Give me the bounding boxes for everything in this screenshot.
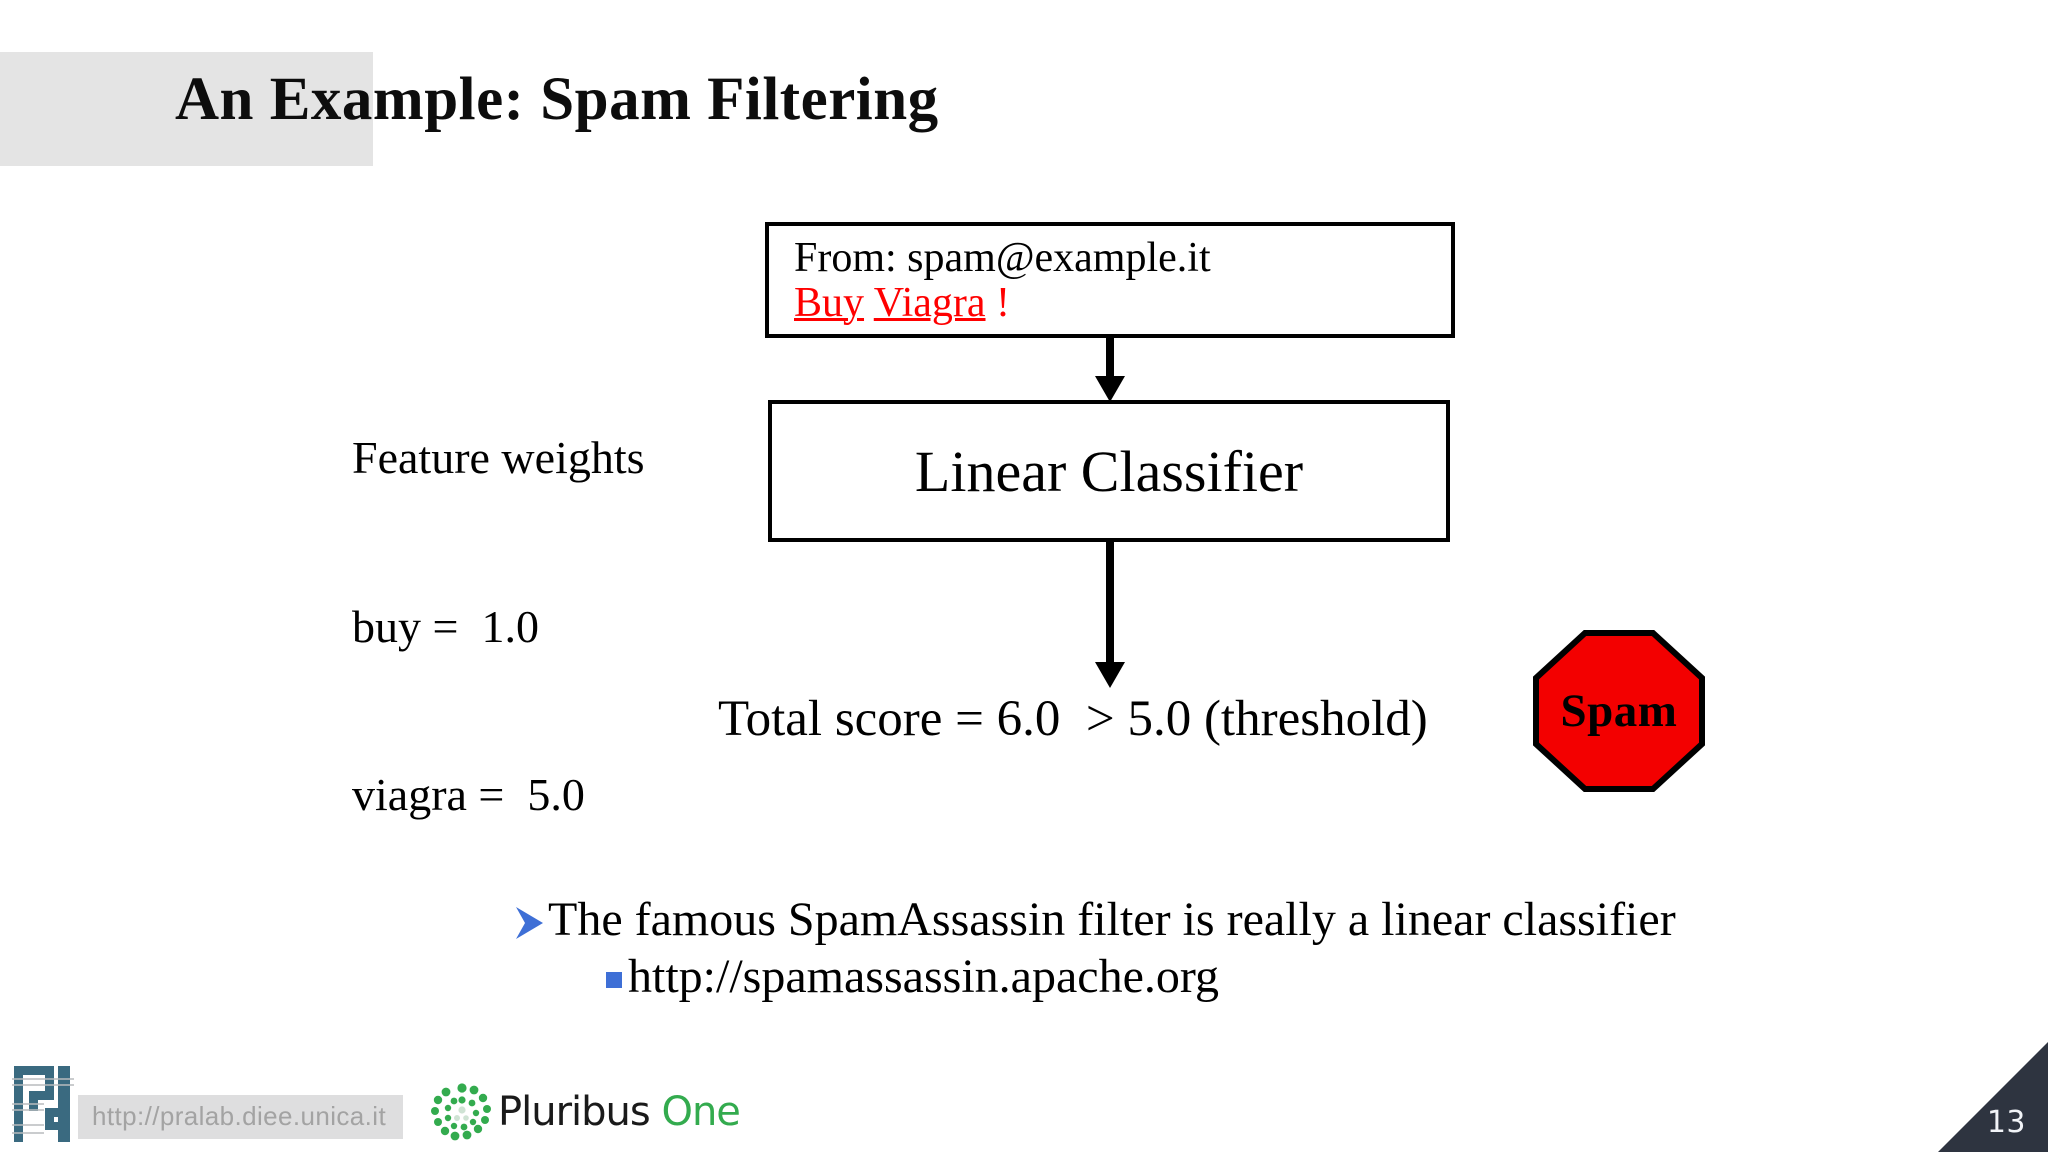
arrow-email-to-classifier bbox=[1095, 336, 1125, 402]
total-score-text: Total score = 6.0 > 5.0 (threshold) bbox=[718, 691, 1428, 747]
bullet-item-level2: http://spamassassin.apache.org bbox=[606, 950, 1676, 1005]
spam-sign-label: Spam bbox=[1560, 685, 1678, 737]
pluribus-word: Pluribus bbox=[498, 1089, 651, 1135]
email-body-line: Buy Viagra ! bbox=[794, 279, 1010, 327]
bullet-list: The famous SpamAssassin filter is really… bbox=[512, 893, 1676, 1004]
email-body-word-buy: Buy bbox=[794, 280, 865, 326]
footer-url-text[interactable]: http://pralab.diee.unica.it bbox=[92, 1101, 387, 1131]
pluribus-dots-icon bbox=[430, 1083, 494, 1143]
linear-classifier-label: Linear Classifier bbox=[914, 438, 1304, 504]
email-from-line: From: spam@example.it bbox=[794, 235, 1211, 281]
pluribus-one-wordmark: Pluribus One bbox=[498, 1089, 741, 1135]
arrow-head-icon bbox=[1095, 376, 1125, 402]
email-body-suffix: ! bbox=[985, 280, 1011, 326]
feature-weight-viagra: viagra = 5.0 bbox=[352, 768, 585, 820]
arrow-shaft bbox=[1106, 540, 1114, 664]
octagon-icon bbox=[1533, 630, 1705, 792]
spam-stop-sign: Spam bbox=[1533, 630, 1705, 792]
title-background-band bbox=[0, 52, 373, 166]
bullet-level1-text: The famous SpamAssassin filter is really… bbox=[548, 893, 1676, 946]
footer-url-background bbox=[78, 1095, 403, 1139]
feature-weight-buy: buy = 1.0 bbox=[352, 600, 539, 652]
email-message-box: From: spam@example.it Buy Viagra ! bbox=[765, 222, 1455, 338]
linear-classifier-box: Linear Classifier bbox=[768, 400, 1450, 542]
feature-weights-block: Feature weights buy = 1.0 viagra = 5.0 bbox=[352, 318, 645, 935]
square-bullet-icon bbox=[606, 971, 622, 988]
pluribus-one-logo: Pluribus One bbox=[430, 1083, 741, 1143]
bullet-level2-text: http://spamassassin.apache.org bbox=[628, 949, 1219, 1003]
email-body-word-viagra: Viagra bbox=[873, 280, 986, 326]
arrow-shaft bbox=[1106, 336, 1114, 380]
arrow-bullet-icon bbox=[512, 903, 546, 943]
bullet-item-level1: The famous SpamAssassin filter is really… bbox=[512, 893, 1676, 948]
page-number: 13 bbox=[1986, 1105, 2026, 1140]
pralab-logo-icon bbox=[12, 1062, 74, 1146]
page-title: An Example: Spam Filtering bbox=[175, 66, 939, 133]
arrow-classifier-to-score bbox=[1095, 540, 1125, 688]
arrow-head-icon bbox=[1095, 662, 1125, 688]
one-word: One bbox=[661, 1089, 740, 1135]
feature-weights-heading: Feature weights bbox=[352, 432, 645, 484]
